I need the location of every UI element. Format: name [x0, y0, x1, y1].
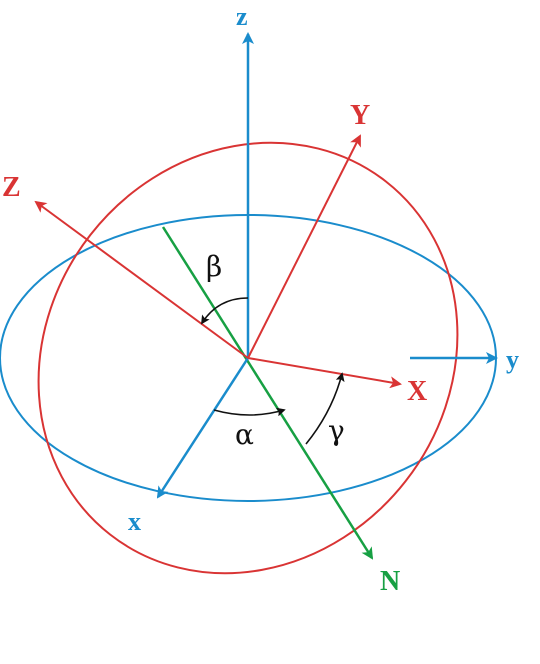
rotated-z-label: Z [2, 172, 21, 203]
fixed-z-label: z [236, 2, 248, 31]
rotated-y-axis [247, 134, 361, 359]
rotated-z-axis [34, 200, 249, 359]
node-line-label: N [380, 566, 400, 597]
gamma-arc [305, 372, 345, 445]
rotated-plane-ellipse [37, 141, 459, 575]
rotated-y-label: Y [350, 100, 370, 131]
rotated-x-axis [247, 357, 402, 389]
beta-arc [201, 297, 249, 325]
fixed-x-label: x [128, 507, 141, 536]
beta-label: β [206, 250, 222, 283]
rotated-x-label: X [407, 376, 427, 407]
alpha-label: α [235, 418, 254, 451]
node-line [161, 226, 374, 560]
fixed-y-label: y [506, 345, 519, 374]
alpha-arc [213, 407, 286, 417]
fixed-x-axis [156, 357, 250, 499]
gamma-label: γ [328, 414, 345, 447]
